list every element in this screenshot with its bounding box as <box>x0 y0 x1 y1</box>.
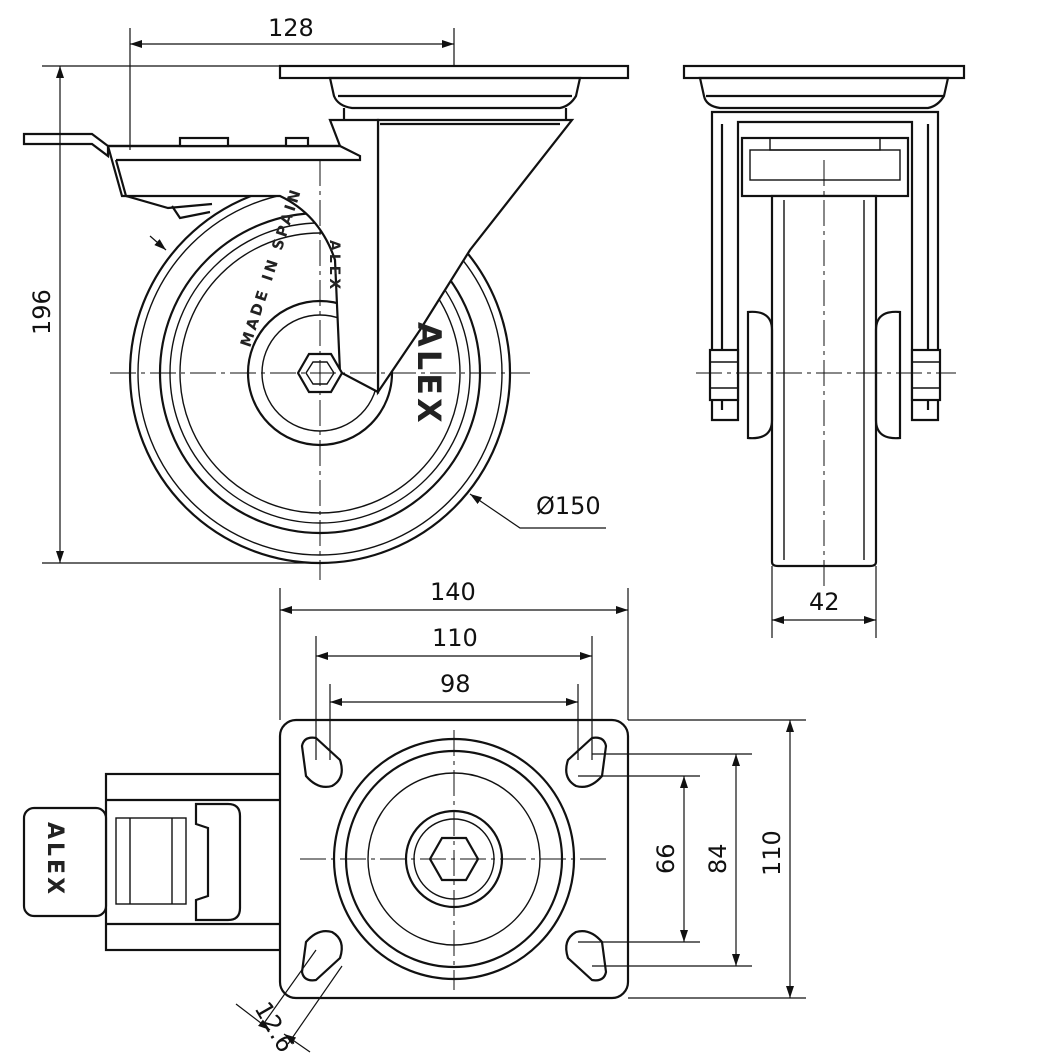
dim-110v-label: 110 <box>758 830 786 876</box>
dim-140: 140 <box>279 578 629 720</box>
made-in-marking: MADE IN SPAIN <box>237 185 306 349</box>
front-view: 42 <box>682 64 966 638</box>
brake-housing <box>104 772 284 952</box>
fork-brand-marking: ALEX <box>326 240 342 292</box>
brake-pedal-plan <box>22 806 108 918</box>
dim-66: 66 <box>578 775 700 943</box>
fork-leg <box>376 118 575 396</box>
dim-196-label: 196 <box>28 289 56 335</box>
swivel-bearing <box>328 76 582 110</box>
plan-view: ALEX 140 <box>22 578 806 1057</box>
dim-84: 84 <box>592 753 752 967</box>
dim-42-label: 42 <box>809 588 840 616</box>
top-plate <box>278 64 630 80</box>
side-view: MADE IN SPAIN ALEX ALEX 128 196 Ø150 <box>22 14 630 580</box>
pedal-brand-marking: ALEX <box>42 822 67 897</box>
dim-110-horizontal: 110 <box>315 624 593 760</box>
mounting-slots <box>300 736 608 982</box>
dim-140-label: 140 <box>430 578 476 606</box>
dim-128-label: 128 <box>268 14 314 42</box>
front-top-plate <box>682 64 966 80</box>
dim-12-6-label: 12.6 <box>249 997 300 1057</box>
dim-196: 196 <box>28 65 320 564</box>
brand-marking: ALEX <box>410 322 448 426</box>
dim-diameter: Ø150 <box>149 235 606 529</box>
front-brake <box>740 136 910 198</box>
dim-42: 42 <box>771 566 877 638</box>
dim-98-label: 98 <box>440 670 471 698</box>
dim-diameter-label: Ø150 <box>536 492 601 520</box>
dim-66-label: 66 <box>652 843 680 874</box>
dim-110-vertical: 110 <box>628 719 806 999</box>
dim-98: 98 <box>329 670 579 760</box>
dim-110-label: 110 <box>432 624 478 652</box>
brake-pedal <box>22 132 110 159</box>
dim-128: 128 <box>129 14 455 150</box>
dim-84-label: 84 <box>704 843 732 874</box>
